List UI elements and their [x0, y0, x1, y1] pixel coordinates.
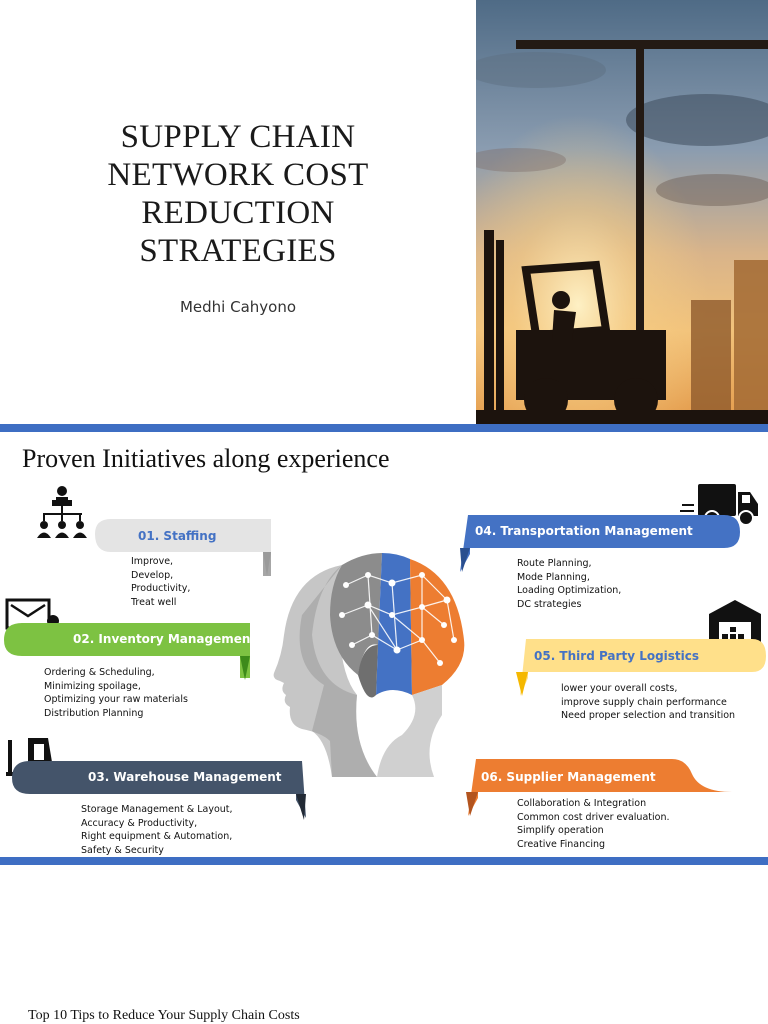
bullet-item: Common cost driver evaluation. — [517, 811, 670, 823]
warehouse-banner — [12, 761, 306, 820]
third-party-logistics-bullets: lower your overall costs, improve supply… — [561, 682, 735, 723]
inventory-banner — [4, 623, 250, 680]
slide-divider — [0, 424, 768, 432]
bullet-item: Loading Optimization, — [517, 585, 622, 596]
title-line: REDUCTION — [141, 195, 335, 231]
transportation-bullets: Route Planning, Mode Planning, Loading O… — [517, 557, 621, 611]
bullet-item: Collaboration & Integration — [517, 798, 647, 809]
bullet-item: Route Planning, — [517, 558, 592, 569]
bullet-item: Minimizing spoilage, — [44, 680, 141, 692]
supplier-banner — [466, 759, 732, 816]
delivery-truck-icon — [680, 484, 758, 526]
bullet-item: Productivity, — [131, 583, 191, 594]
bullet-item: Treat well — [131, 596, 177, 608]
next-slide-title: Top 10 Tips to Reduce Your Supply Chain … — [28, 1008, 300, 1023]
bullet-item: improve supply chain performance — [561, 696, 727, 708]
bullet-item: Creative Financing — [517, 838, 606, 850]
bullet-item: DC strategies — [517, 598, 582, 610]
title-line: STRATEGIES — [139, 233, 337, 269]
org-chart-icon — [37, 486, 87, 538]
supplier-label: 06. Supplier Management — [481, 770, 656, 784]
transportation-banner — [460, 515, 740, 572]
slide-heading: Proven Initiatives along experience — [22, 444, 390, 473]
slide-divider — [0, 857, 768, 865]
supplier-bullets: Collaboration & Integration Common cost … — [517, 797, 670, 851]
bullet-item: Ordering & Scheduling, — [44, 667, 155, 678]
third-party-logistics-banner — [516, 639, 766, 696]
author-name: Medhi Cahyono — [179, 298, 297, 316]
title-line: SUPPLY CHAIN — [120, 119, 356, 155]
bullet-item: Develop, — [131, 569, 174, 581]
bullet-item: Improve, — [131, 556, 174, 567]
staffing-bullets: Improve, Develop, Productivity, Treat we… — [131, 555, 190, 609]
inventory-bullets: Ordering & Scheduling, Minimizing spoila… — [44, 666, 188, 720]
brain-head-graphic — [273, 553, 465, 777]
bullet-item: Simplify operation — [517, 825, 604, 836]
inventory-label: 02. Inventory Management — [73, 632, 257, 646]
bullet-item: Optimizing your raw materials — [44, 694, 188, 705]
slide-title: SUPPLY CHAIN NETWORK COST REDUCTION STRA… — [60, 118, 416, 270]
bullet-item: Right equipment & Automation, — [81, 831, 233, 842]
bullet-item: Storage Management & Layout, — [81, 804, 233, 815]
transportation-label: 04. Transportation Management — [475, 524, 693, 538]
staffing-label: 01. Staffing — [138, 529, 217, 543]
forklift-sunset-photo — [476, 0, 768, 424]
bullet-item: Accuracy & Productivity, — [81, 817, 198, 829]
bullet-item: lower your overall costs, — [561, 683, 678, 694]
title-line: NETWORK COST — [107, 157, 369, 193]
bullet-item: Need proper selection and transition — [561, 710, 736, 721]
bullet-item: Mode Planning, — [517, 571, 590, 583]
bullet-item: Distribution Planning — [44, 707, 144, 719]
staffing-banner — [95, 519, 271, 576]
bullet-item: Safety & Security — [81, 844, 164, 856]
warehouse-bullets: Storage Management & Layout, Accuracy & … — [81, 803, 233, 857]
warehouse-label: 03. Warehouse Management — [88, 770, 282, 784]
third-party-logistics-label: 05. Third Party Logistics — [534, 649, 700, 663]
